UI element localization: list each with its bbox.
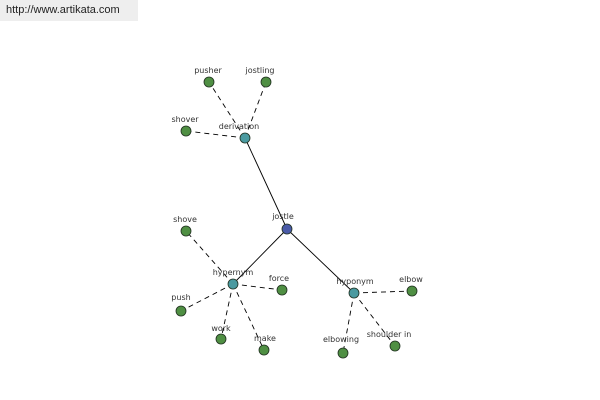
- node-label-jostling[interactable]: jostling: [244, 66, 274, 75]
- graph-nodes: [175, 76, 418, 359]
- node-push[interactable]: [175, 305, 187, 317]
- node-make[interactable]: [258, 344, 270, 356]
- site-url-banner[interactable]: http://www.artikata.com: [0, 0, 138, 21]
- node-elbow[interactable]: [406, 285, 418, 297]
- edge-hypernym-shove: [185, 230, 234, 285]
- node-label-hypernym[interactable]: hypernym: [213, 268, 254, 277]
- node-work[interactable]: [215, 333, 227, 345]
- node-hyponym[interactable]: [348, 287, 360, 299]
- node-label-push[interactable]: push: [171, 293, 190, 302]
- node-label-jostle[interactable]: jostle: [271, 212, 294, 221]
- node-label-derivation[interactable]: derivation: [219, 122, 259, 131]
- node-shover[interactable]: [180, 125, 192, 137]
- node-label-hyponym[interactable]: hyponym: [336, 277, 374, 286]
- node-force[interactable]: [276, 284, 288, 296]
- node-hypernym[interactable]: [227, 278, 239, 290]
- node-jostle[interactable]: [281, 223, 293, 235]
- edge-hyponym-shoulder-in: [353, 292, 396, 347]
- node-shove[interactable]: [180, 225, 192, 237]
- node-label-elbow[interactable]: elbow: [399, 275, 423, 284]
- edge-hyponym-elbowing: [342, 292, 355, 354]
- node-pusher[interactable]: [203, 76, 215, 88]
- edge-jostle-hyponym: [286, 228, 355, 294]
- node-elbowing[interactable]: [337, 347, 349, 359]
- edge-derivation-pusher: [208, 81, 246, 139]
- node-label-shove[interactable]: shove: [173, 215, 197, 224]
- edge-derivation-jostling: [244, 81, 267, 139]
- node-label-make[interactable]: make: [254, 334, 276, 343]
- node-label-work[interactable]: work: [211, 324, 231, 333]
- edge-hypernym-make: [232, 283, 265, 351]
- graph-edges: [180, 81, 413, 354]
- node-derivation[interactable]: [239, 132, 251, 144]
- edge-hypernym-push: [180, 283, 234, 312]
- edge-hyponym-elbow: [353, 290, 413, 294]
- graph-labels: jostle derivation hypernym hyponym pusher jos…: [171, 66, 423, 344]
- node-jostling[interactable]: [260, 76, 272, 88]
- node-shoulder-in[interactable]: [389, 340, 401, 352]
- edge-derivation-shover: [185, 130, 246, 139]
- node-label-pusher[interactable]: pusher: [194, 66, 222, 75]
- node-label-force[interactable]: force: [269, 274, 289, 283]
- edge-jostle-hypernym: [232, 228, 288, 285]
- edge-hypernym-force: [232, 283, 283, 291]
- node-label-shoulder-in[interactable]: shoulder in: [367, 330, 412, 339]
- edge-jostle-derivation: [244, 137, 288, 230]
- node-label-elbowing[interactable]: elbowing: [323, 335, 359, 344]
- node-label-shover[interactable]: shover: [171, 115, 199, 124]
- edge-hypernym-work: [220, 283, 234, 340]
